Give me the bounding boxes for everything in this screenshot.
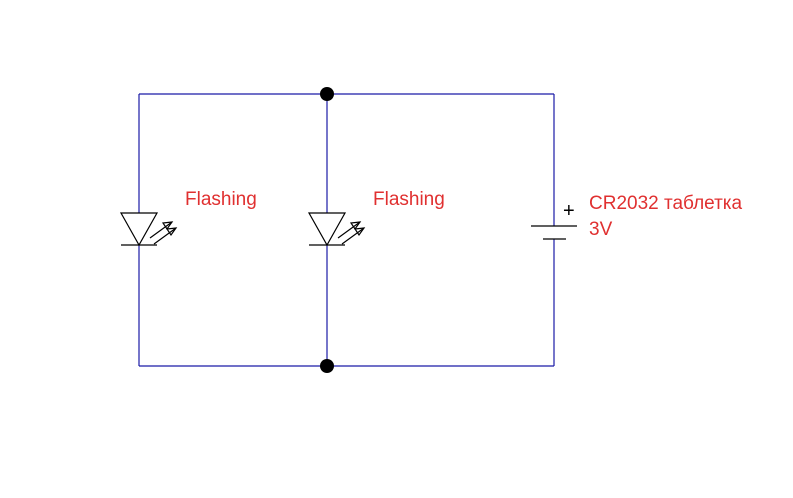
battery-name-label: CR2032 таблетка [589,193,743,214]
battery-polarity-plus: + [563,200,575,222]
led-1-diode-triangle [119,212,159,247]
junction-bottom [320,359,334,373]
led-2-arrow-1 [337,221,361,239]
battery-voltage-label: 3V [589,219,613,240]
led-1-arrow-2 [153,227,177,245]
led-2-symbol [307,212,366,247]
junction-top [320,87,334,101]
led-1-symbol [119,212,178,247]
led-2-arrowhead-1 [349,221,362,231]
battery-symbol [531,225,577,240]
led-2-arrowhead-2 [353,227,366,237]
led-1-arrow-1 [149,221,173,239]
led-1-arrowhead-2 [165,227,178,237]
led-1-arrowhead-1 [161,221,174,231]
wires [138,93,555,367]
led-2-arrow-2 [341,227,365,245]
led-1-label: Flashing [185,189,257,210]
led-2-diode-triangle [307,212,347,247]
led-2-label: Flashing [373,189,445,210]
